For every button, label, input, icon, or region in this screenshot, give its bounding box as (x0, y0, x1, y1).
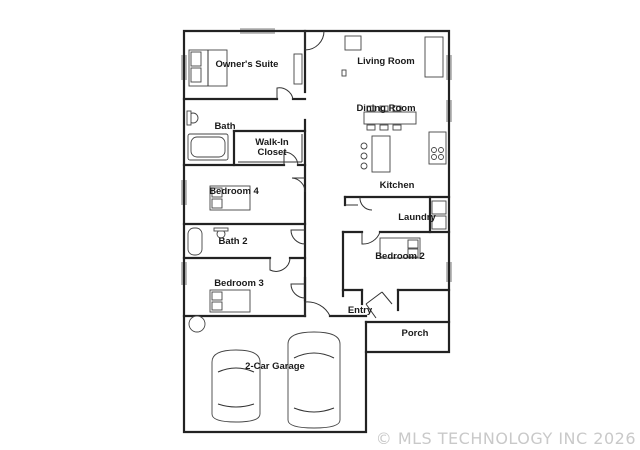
label-bath-2: Bath 2 (218, 236, 247, 247)
label-dining-room: Dining Room (356, 103, 415, 114)
door-swings (269, 30, 393, 319)
label-walk-in-closet-line1: Walk-In (255, 137, 289, 148)
windows (181, 28, 452, 285)
exterior-walls (182, 29, 451, 434)
label-porch: Porch (402, 328, 429, 339)
label-owners-suite: Owner's Suite (216, 59, 279, 70)
label-walk-in-closet-line2: Closet (257, 147, 287, 158)
label-bath: Bath (214, 121, 235, 132)
car-left-icon (211, 349, 261, 423)
room-labels: Owner's Suite Living Room Dining Room Ba… (209, 56, 436, 372)
label-kitchen: Kitchen (380, 180, 415, 191)
label-living-room: Living Room (357, 56, 415, 67)
fixtures (186, 35, 447, 429)
car-right-icon (287, 331, 341, 429)
label-entry: Entry (348, 305, 373, 316)
label-bedroom-3: Bedroom 3 (214, 278, 264, 289)
interior-walls (182, 29, 451, 324)
label-bedroom-2: Bedroom 2 (375, 251, 425, 262)
label-laundry: Laundry (398, 212, 436, 223)
watermark-text: © MLS TECHNOLOGY INC 2026 (376, 429, 636, 448)
label-bedroom-4: Bedroom 4 (209, 186, 259, 197)
label-garage: 2-Car Garage (245, 361, 305, 372)
